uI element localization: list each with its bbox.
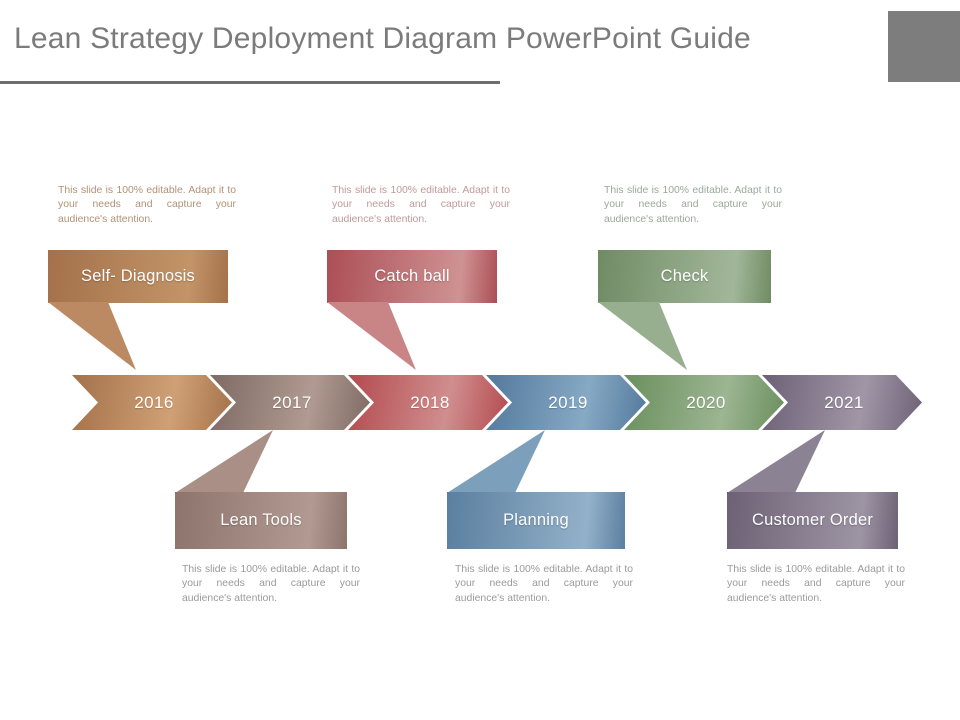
callout-self-diagnosis[interactable]: Self- Diagnosis (48, 250, 228, 303)
title-underline (0, 81, 500, 84)
description-customer-order: This slide is 100% editable. Adapt it to… (727, 564, 905, 604)
timeline-step-2016[interactable]: 2016 (72, 375, 232, 430)
callout-label: Check (660, 267, 709, 285)
timeline-step-year: 2020 (686, 392, 726, 412)
logo-placeholder (888, 11, 960, 82)
timeline-step-2018[interactable]: 2018 (348, 375, 508, 430)
description-lean-tools: This slide is 100% editable. Adapt it to… (182, 564, 360, 604)
callout-tail-check (598, 302, 728, 370)
timeline-step-year: 2016 (134, 392, 174, 412)
callout-label: Catch ball (374, 267, 450, 285)
callout-label: Self- Diagnosis (81, 267, 195, 285)
callout-tail-catch-ball (327, 302, 457, 370)
timeline-step-year: 2018 (410, 392, 450, 412)
description-self-diagnosis: This slide is 100% editable. Adapt it to… (58, 185, 236, 225)
page-title: Lean Strategy Deployment Diagram PowerPo… (14, 22, 751, 55)
callout-label: Planning (503, 511, 569, 529)
timeline-step-2020[interactable]: 2020 (624, 375, 784, 430)
timeline-step-year: 2019 (548, 392, 588, 412)
callout-tail-planning (447, 430, 577, 493)
callout-tail-customer-order (727, 430, 857, 493)
callout-label: Lean Tools (220, 511, 302, 529)
callout-tail-self-diagnosis (48, 302, 178, 370)
timeline-step-2021[interactable]: 2021 (762, 375, 922, 430)
description-planning: This slide is 100% editable. Adapt it to… (455, 564, 633, 604)
description-check: This slide is 100% editable. Adapt it to… (604, 185, 782, 225)
callout-lean-tools[interactable]: Lean Tools (175, 492, 347, 549)
callout-label: Customer Order (751, 511, 874, 529)
callout-customer-order[interactable]: Customer Order (727, 492, 898, 549)
callout-check[interactable]: Check (598, 250, 771, 303)
timeline-step-year: 2021 (824, 392, 864, 412)
callout-planning[interactable]: Planning (447, 492, 625, 549)
callout-tail-lean-tools (175, 430, 305, 493)
timeline-step-2017[interactable]: 2017 (210, 375, 370, 430)
timeline-chevrons: 2016 2017 2018 2019 2020 2021 (0, 375, 960, 430)
timeline-step-2019[interactable]: 2019 (486, 375, 646, 430)
timeline-step-year: 2017 (272, 392, 312, 412)
description-catch-ball: This slide is 100% editable. Adapt it to… (332, 185, 510, 225)
callout-catch-ball[interactable]: Catch ball (327, 250, 497, 303)
